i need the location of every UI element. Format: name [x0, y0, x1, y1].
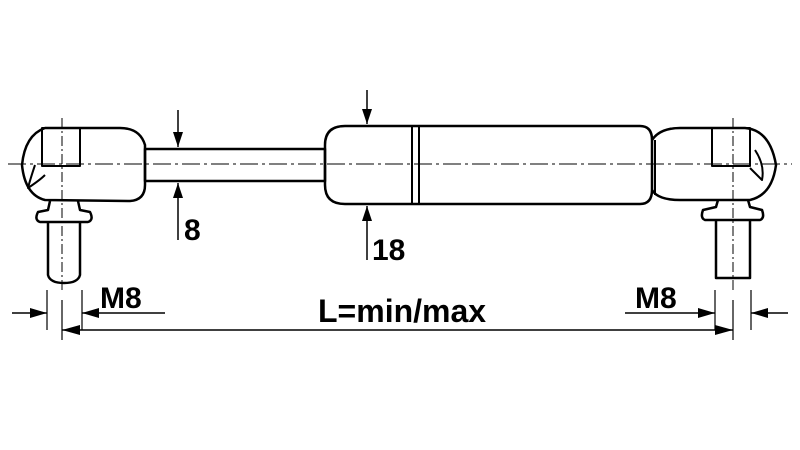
piston-rod	[143, 147, 327, 183]
thread-left-label: M8	[100, 282, 142, 315]
cylinder-diameter-label: 18	[372, 234, 405, 267]
cylinder	[323, 124, 654, 206]
arrowheads	[30, 109, 768, 335]
thread-right-label: M8	[635, 282, 677, 315]
rod-diameter-label: 8	[184, 214, 201, 247]
length-label: L=min/max	[318, 293, 486, 329]
right-end-fitting	[650, 118, 778, 290]
thread-extension-lines	[46, 290, 752, 340]
left-end-fitting	[20, 118, 147, 290]
